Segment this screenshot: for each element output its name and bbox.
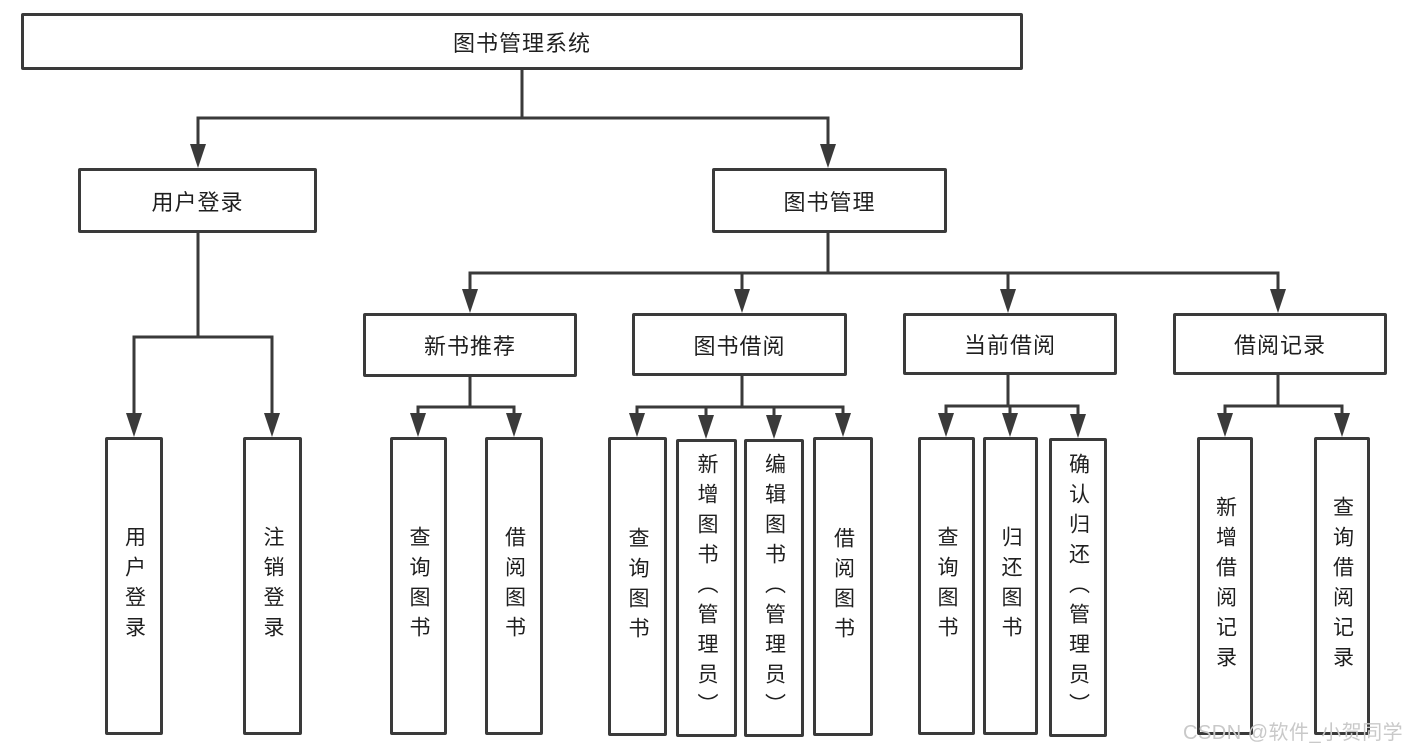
node-label-book-borrow: 图书借阅: [693, 333, 786, 359]
arrowhead-icon: [1217, 413, 1233, 437]
watermark: CSDN @软件_小贺同学: [1183, 722, 1404, 744]
node-bb-borrow-book: 借阅图书: [813, 437, 873, 736]
arrowhead-icon: [1002, 413, 1018, 437]
node-label-bb-add-book: 新增图书（管理员）: [695, 453, 718, 723]
arrowhead-icon: [190, 144, 206, 168]
node-label-system: 图书管理系统: [452, 30, 591, 56]
arrowhead-icon: [410, 413, 426, 437]
node-book-mgmt: 图书管理: [712, 168, 947, 233]
arrowhead-icon: [698, 415, 714, 439]
arrowhead-icon: [1334, 413, 1350, 437]
arrowhead-icon: [506, 413, 522, 437]
arrowhead-icon: [462, 289, 478, 313]
node-label-user-login: 用户登录: [151, 189, 244, 215]
arrowhead-icon: [126, 413, 142, 437]
node-label-bb-edit-book: 编辑图书（管理员）: [762, 453, 786, 723]
node-label-cb-query-book: 查询图书: [935, 526, 958, 646]
node-cb-confirm: 确认归还（管理员）: [1049, 438, 1107, 737]
node-label-br-query-record: 查询借阅记录: [1330, 496, 1354, 676]
node-borrow-records: 借阅记录: [1173, 313, 1387, 375]
node-label-current-borrow: 当前借阅: [963, 333, 1056, 358]
arrowhead-icon: [734, 289, 750, 313]
node-label-nb-query-book: 查询图书: [407, 526, 430, 646]
node-label-cb-confirm: 确认归还（管理员）: [1066, 452, 1090, 723]
node-label-bb-query-book: 查询图书: [626, 526, 649, 647]
node-label-book-mgmt: 图书管理: [783, 189, 876, 215]
arrowhead-icon: [820, 144, 836, 168]
node-new-book-rec: 新书推荐: [363, 313, 577, 377]
node-label-logout: 注销登录: [261, 526, 284, 646]
node-login: 用户登录: [105, 437, 163, 735]
node-bb-add-book: 新增图书（管理员）: [676, 439, 737, 737]
node-user-login: 用户登录: [78, 168, 317, 233]
node-nb-query-book: 查询图书: [390, 437, 447, 735]
arrowhead-icon: [938, 413, 954, 437]
node-nb-borrow-book: 借阅图书: [485, 437, 543, 735]
node-label-login: 用户登录: [122, 526, 146, 646]
node-logout: 注销登录: [243, 437, 302, 735]
node-label-br-add-record: 新增借阅记录: [1213, 496, 1237, 676]
node-bb-query-book: 查询图书: [608, 437, 667, 736]
arrowhead-icon: [1000, 289, 1016, 313]
node-label-new-book-rec: 新书推荐: [423, 334, 516, 359]
node-cb-query-book: 查询图书: [918, 437, 975, 735]
node-label-cb-return-book: 归还图书: [999, 526, 1022, 646]
node-system: 图书管理系统: [21, 13, 1023, 70]
node-book-borrow: 图书借阅: [632, 313, 847, 376]
node-br-query-record: 查询借阅记录: [1314, 437, 1370, 735]
node-label-borrow-records: 借阅记录: [1233, 333, 1326, 358]
arrowhead-icon: [835, 413, 851, 437]
node-cb-return-book: 归还图书: [983, 437, 1038, 735]
node-bb-edit-book: 编辑图书（管理员）: [744, 439, 804, 737]
arrowhead-icon: [264, 413, 280, 437]
arrowhead-icon: [766, 415, 782, 439]
arrowhead-icon: [629, 413, 645, 437]
node-br-add-record: 新增借阅记录: [1197, 437, 1253, 735]
arrowhead-icon: [1270, 289, 1286, 313]
node-current-borrow: 当前借阅: [903, 313, 1117, 375]
node-label-nb-borrow-book: 借阅图书: [502, 526, 526, 646]
arrowhead-icon: [1070, 414, 1086, 438]
node-label-bb-borrow-book: 借阅图书: [831, 526, 855, 647]
